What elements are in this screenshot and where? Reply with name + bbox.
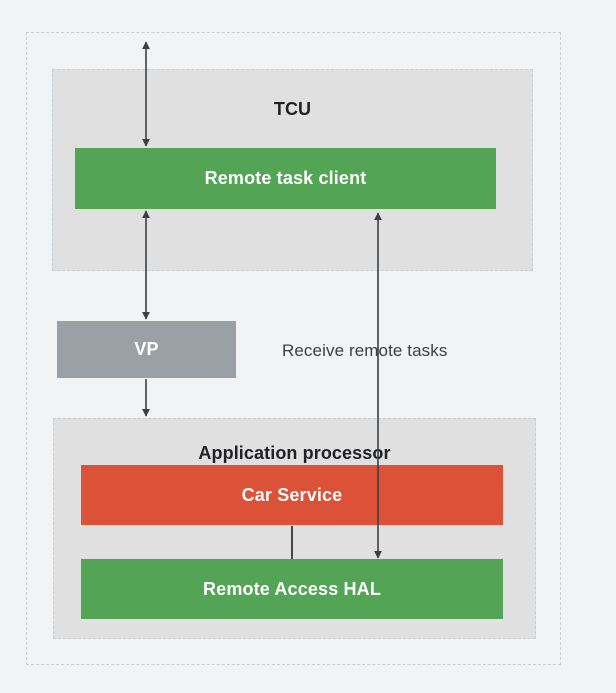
group-tcu-title: TCU <box>273 99 312 119</box>
node-remote-access-hal-label: Remote Access HAL <box>203 578 381 599</box>
node-vp-label: VP <box>134 339 159 359</box>
node-remote-access-hal[interactable]: Remote Access HAL <box>81 559 503 619</box>
node-remote-task-client[interactable]: Remote task client <box>75 148 496 209</box>
edge-label-receive-remote-tasks: Receive remote tasks <box>282 341 448 360</box>
system-boundary <box>26 32 561 665</box>
node-car-service[interactable]: Car Service <box>81 465 503 525</box>
node-vp[interactable]: VP <box>57 321 236 378</box>
group-application-processor-title: Application processor <box>198 443 391 463</box>
node-remote-task-client-label: Remote task client <box>204 168 367 188</box>
node-car-service-label: Car Service <box>241 484 343 505</box>
